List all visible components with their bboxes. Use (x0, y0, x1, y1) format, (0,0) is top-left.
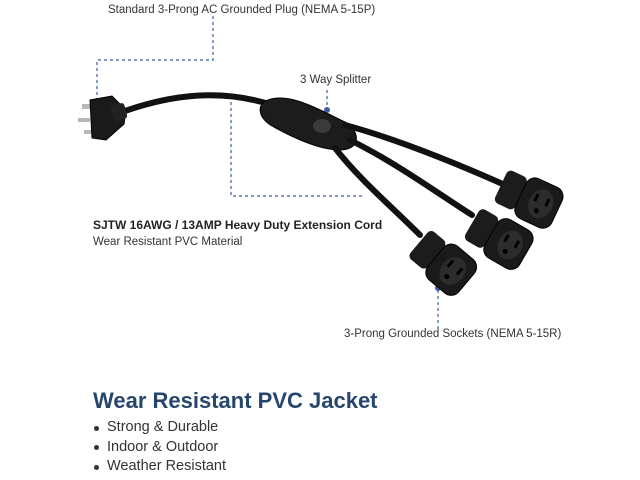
sockets-callout-label: 3-Prong Grounded Sockets (NEMA 5-15R) (344, 328, 562, 340)
branch-cord-2 (347, 137, 475, 218)
feature-item: Weather Resistant (93, 457, 226, 477)
splitter-callout-label: 3 Way Splitter (300, 74, 372, 86)
feature-list: Strong & Durable Indoor & Outdoor Weathe… (93, 418, 226, 477)
bullet-icon (94, 425, 99, 431)
bullet-icon (94, 464, 99, 470)
feature-item: Indoor & Outdoor (93, 438, 226, 458)
feature-label: Indoor & Outdoor (107, 438, 219, 455)
main-cord (119, 92, 275, 115)
feature-label: Weather Resistant (107, 458, 227, 474)
branch-cord-1 (342, 122, 508, 188)
socket-3 (409, 230, 478, 296)
plug (78, 95, 128, 141)
bullet-icon (94, 445, 99, 450)
cord-spec-label: SJTW 16AWG / 13AMP Heavy Duty Extension … (93, 218, 383, 232)
feature-label: Strong & Durable (107, 419, 219, 435)
callout-lines (96, 16, 439, 328)
plug-callout-label: Standard 3-Prong AC Grounded Plug (NEMA … (108, 4, 376, 16)
plug-callout-line (96, 16, 214, 100)
branch-cord-3 (332, 145, 423, 238)
section-heading: Wear Resistant PVC Jacket (93, 388, 378, 413)
socket-1 (494, 170, 564, 229)
splitter-callout-dot (324, 107, 330, 113)
cord-callout-line (230, 102, 363, 197)
cord-material-label: Wear Resistant PVC Material (93, 236, 243, 248)
splitter-body (259, 97, 357, 151)
socket-2 (464, 209, 534, 270)
feature-item: Strong & Durable (93, 418, 226, 438)
product-illustration (78, 16, 564, 328)
